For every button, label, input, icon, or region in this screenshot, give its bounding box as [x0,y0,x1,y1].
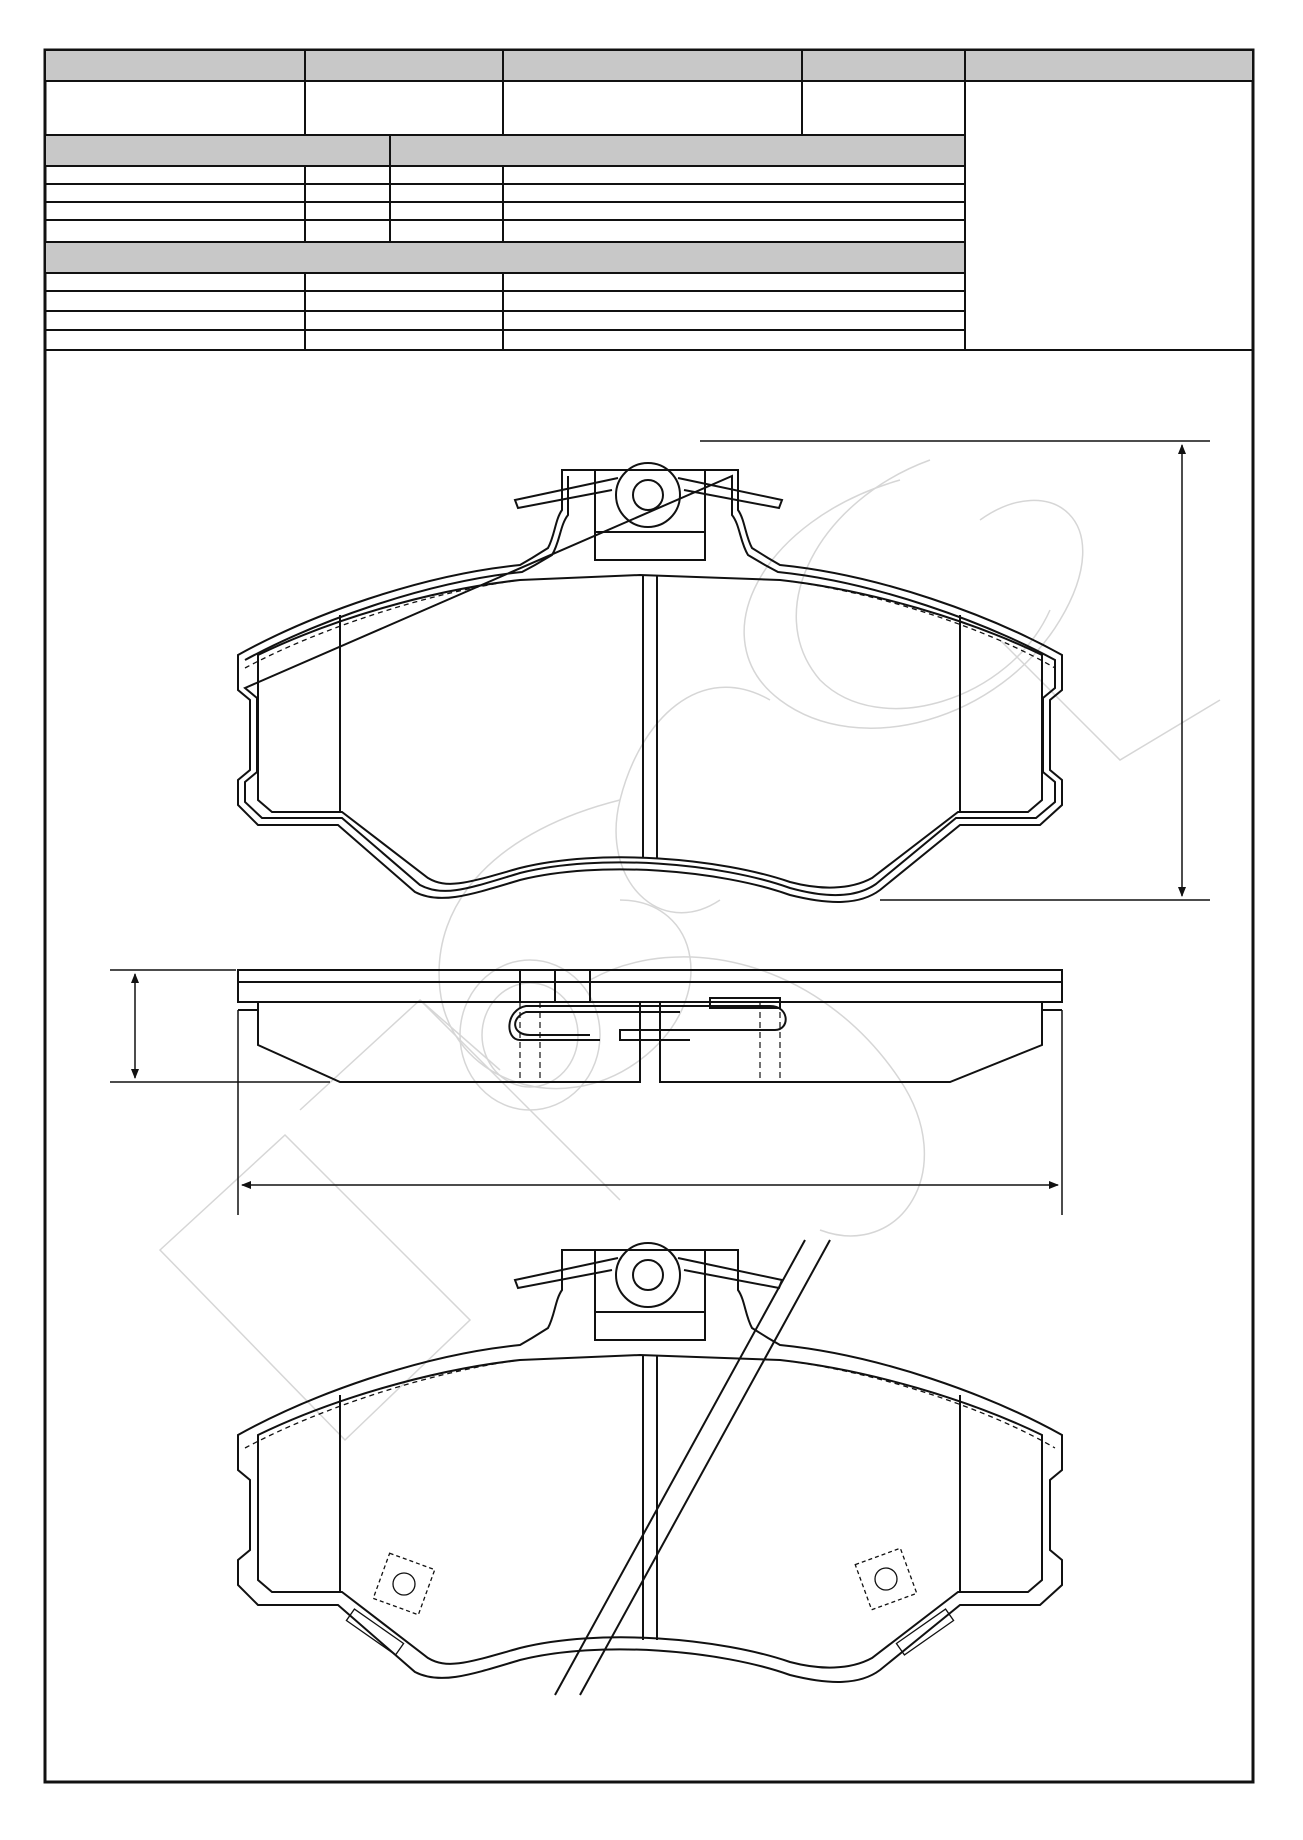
back-view [237,1239,1063,1696]
back-hole-inner [632,1259,664,1291]
dimension-lines [110,440,1210,1215]
front-friction-material [257,573,1043,889]
side-spring-clip [508,1005,787,1041]
front-friction-dashed [244,579,1056,669]
side-friction-left [257,1002,641,1083]
wear-indicator-left [345,1552,436,1656]
front-spring-left [513,477,619,510]
wear-indicator-right [854,1547,955,1656]
back-friction-material [257,1353,1043,1669]
side-backing-plate [237,969,1063,1003]
watermark-logo [158,459,1221,1442]
back-hole-outer [615,1242,681,1308]
back-spring-right [677,1257,784,1290]
front-spring-right [677,477,784,510]
front-backing-plate [237,469,1063,903]
header-row-top [44,49,1254,82]
wear-sensor-wire-2 [579,1239,831,1696]
section-b-header [44,241,966,274]
header-table [44,49,1254,351]
front-backing-plate-inner [243,474,1056,896]
front-view [237,462,1063,903]
side-friction-right [659,1002,1043,1083]
back-spring-left [513,1257,619,1290]
front-hole-inner [632,479,664,511]
back-friction-dashed [244,1359,1056,1449]
front-hole-outer [615,462,681,528]
wear-sensor-wire-1 [554,1239,806,1696]
side-view [237,969,1063,1083]
section-a-header [44,134,966,167]
back-backing-plate [237,1249,1063,1683]
